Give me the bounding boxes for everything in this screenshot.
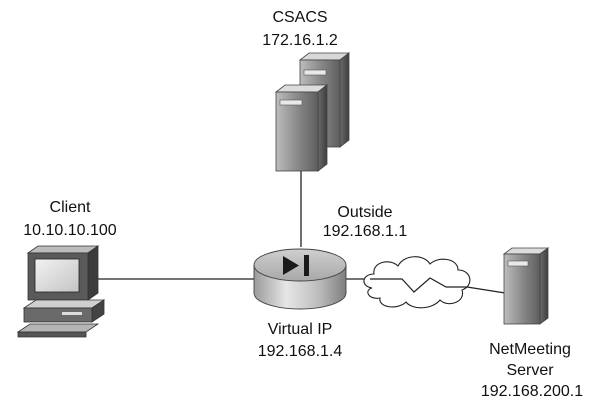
netmeeting-name-label-line2: Server [506, 362, 554, 379]
netmeeting-ip-label: 192.168.200.1 [480, 383, 584, 400]
client-ip-label: 10.10.10.100 [23, 222, 117, 239]
netmeeting-name-label-line1: NetMeeting [489, 341, 571, 358]
csacs-server-icon [274, 52, 351, 172]
internet-cloud-icon [363, 256, 471, 309]
csacs-name-label: CSACS [272, 9, 328, 26]
virtual-ip-name-label: Virtual IP [267, 321, 333, 338]
client-pc-icon [16, 245, 106, 338]
client-name-label: Client [49, 199, 91, 216]
csacs-ip-label: 172.16.1.2 [262, 32, 338, 49]
outside-name-label: Outside [337, 204, 393, 221]
netmeeting-server-icon [502, 247, 550, 325]
firewall-router-icon [253, 248, 347, 310]
links [98, 170, 506, 294]
virtual-ip-address-label: 192.168.1.4 [257, 343, 343, 360]
link-cloud-netmeeting [466, 286, 506, 294]
outside-ip-label: 192.168.1.1 [322, 223, 408, 240]
